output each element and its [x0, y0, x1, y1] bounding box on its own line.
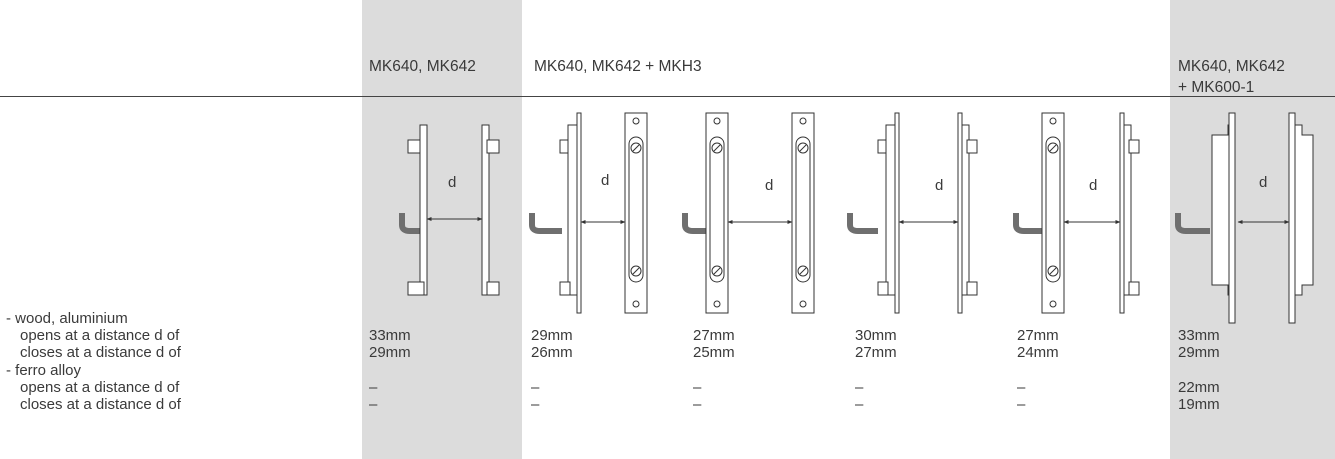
diagram-mkh3-a: [529, 112, 648, 314]
wood-closes-5: 24mm: [1017, 344, 1059, 361]
distance-label-6: d: [1259, 174, 1268, 191]
diagram-mk600-1: [1175, 112, 1314, 324]
wood-opens-6: 33mm: [1178, 327, 1220, 344]
ferro-closes-3: –: [693, 396, 702, 413]
header-col-mk640: MK640, MK642: [369, 58, 476, 75]
wood-opens-1: 33mm: [369, 327, 411, 344]
row-label-ferro-closes: closes at a distance d of: [20, 396, 181, 413]
header-col-mk600-1-line2: + MK600-1: [1178, 79, 1255, 96]
ferro-opens-6: 22mm: [1178, 379, 1220, 396]
ferro-opens-1: –: [369, 379, 378, 396]
wood-opens-3: 27mm: [693, 327, 735, 344]
distance-label-4: d: [935, 177, 944, 194]
ferro-opens-5: –: [1017, 379, 1026, 396]
ferro-opens-2: –: [531, 379, 540, 396]
distance-label-2: d: [601, 172, 610, 189]
wood-closes-4: 27mm: [855, 344, 897, 361]
wood-opens-2: 29mm: [531, 327, 573, 344]
ferro-closes-5: –: [1017, 396, 1026, 413]
wood-opens-5: 27mm: [1017, 327, 1059, 344]
distance-label-5: d: [1089, 177, 1098, 194]
row-label-wood-opens: opens at a distance d of: [20, 327, 180, 344]
diagram-mkh3-d: [1013, 112, 1140, 314]
header-col-mk600-1: MK640, MK642 + MK600-1: [1178, 56, 1285, 98]
header-col-mk600-1-line1: MK640, MK642: [1178, 58, 1285, 75]
distance-label-3: d: [765, 177, 774, 194]
ferro-closes-4: –: [855, 396, 864, 413]
distance-label-1: d: [448, 174, 457, 191]
wood-opens-4: 30mm: [855, 327, 897, 344]
diagram-mk640: [399, 124, 500, 296]
ferro-opens-4: –: [855, 379, 864, 396]
row-label-wood-closes: closes at a distance d of: [20, 344, 181, 361]
diagram-mkh3-c: [847, 112, 978, 314]
ferro-opens-3: –: [693, 379, 702, 396]
ferro-closes-1: –: [369, 396, 378, 413]
row-label-ferro: - ferro alloy: [6, 362, 82, 379]
wood-closes-3: 25mm: [693, 344, 735, 361]
shaded-column-mk640: [362, 0, 522, 459]
ferro-closes-2: –: [531, 396, 540, 413]
diagram-mkh3-b: [682, 112, 815, 314]
header-divider: [0, 96, 1335, 97]
row-label-wood: - wood, aluminium: [6, 310, 128, 327]
wood-closes-6: 29mm: [1178, 344, 1220, 361]
ferro-closes-6: 19mm: [1178, 396, 1220, 413]
wood-closes-1: 29mm: [369, 344, 411, 361]
wood-closes-2: 26mm: [531, 344, 573, 361]
header-col-mk640-mkh3: MK640, MK642 + MKH3: [534, 58, 702, 75]
row-label-ferro-opens: opens at a distance d of: [20, 379, 180, 396]
